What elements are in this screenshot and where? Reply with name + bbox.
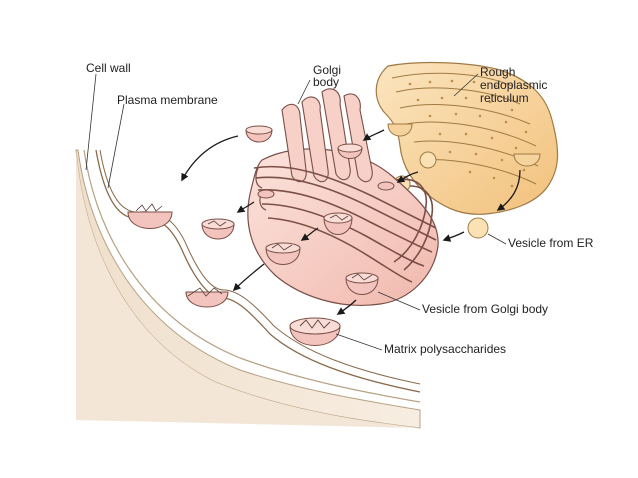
arrow-er-to-golgi-mid [396,171,419,183]
arrow-to-matrix-vesicle [336,299,357,315]
golgi-vesicle-mid [323,212,353,235]
label-matrix-polysaccharides: Matrix polysaccharides [384,342,507,356]
label-rer-line-3: reticulum [480,91,529,105]
fusing-vesicle-1 [127,203,173,229]
leader-vesicle-from-er [487,233,507,245]
golgi-vesicle-lower [265,242,301,265]
leader-lines [85,73,507,351]
label-plasma-membrane: Plasma membrane [117,93,218,107]
vesicle-from-golgi-body [345,272,379,295]
cell-wall [75,149,421,429]
label-vesicle-from-golgi: Vesicle from Golgi body [422,302,549,316]
arrow-er-vesicle-to-golgi [442,231,465,242]
cytoplasm-vesicle-1 [201,218,235,240]
label-cell-wall: Cell wall [86,61,131,75]
vesicle-from-er [467,217,489,239]
label-rer-line-2: endoplasmic [480,78,548,92]
arrow-golgi-to-membrane-top [181,135,239,182]
leader-rough-er [453,73,479,97]
arrow-er-to-vesicle [496,169,521,211]
label-rer-line-1: Rough [480,65,516,79]
label-golgi-line-1: Golgi [313,63,342,77]
arrow-to-membrane-lower [232,263,265,292]
arrow-er-to-golgi-top [362,129,385,141]
label-golgi-line-2: body [313,75,340,89]
leader-golgi-body [297,79,311,105]
leader-cell-wall [85,73,97,171]
matrix-polysaccharide-vesicle [289,317,341,346]
transport-arrows [181,129,521,315]
golgi-vesicle-top-right [337,143,363,159]
label-vesicle-from-er: Vesicle from ER [508,236,594,250]
fusing-vesicle-2 [185,287,229,308]
arrow-mid-vesicle [300,227,319,241]
leader-vesicle-from-golgi [377,291,421,311]
golgi-vesicle-top-left [245,125,273,143]
leader-matrix-polysaccharides [335,333,383,351]
arrow-to-cytoplasm-vesicle [236,201,255,213]
leader-plasma-membrane [107,103,125,189]
